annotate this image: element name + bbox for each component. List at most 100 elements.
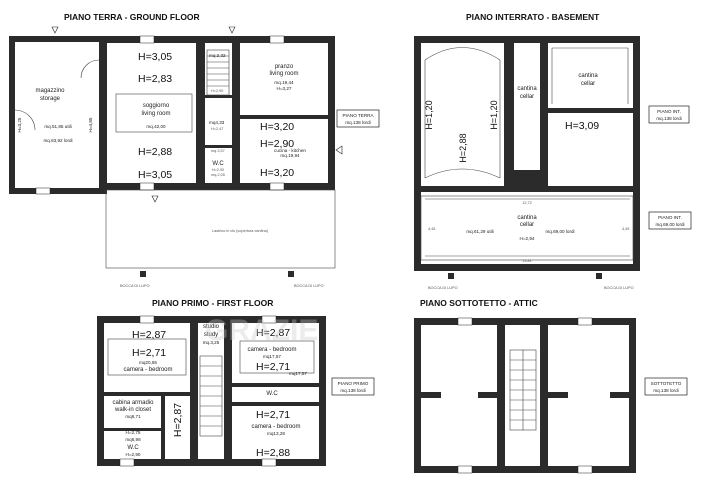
wc-area-label: mq.2,05	[211, 173, 225, 177]
window	[35, 187, 51, 195]
bocca-label: BOCCA DI LUPO	[604, 286, 634, 290]
height-label: H=2,47	[211, 127, 223, 131]
window	[119, 458, 135, 467]
bedroom-3-area-label: mq13,28	[267, 431, 285, 436]
living-room-it: soggiorno	[143, 103, 170, 109]
big-cellar-area-tag	[648, 211, 692, 230]
wall	[104, 392, 190, 396]
cellar-en: cellar	[520, 222, 534, 228]
wall	[9, 36, 15, 194]
wall	[161, 396, 165, 459]
storage-label-it: magazzino	[35, 88, 65, 94]
small-room-area: mq.3,57	[211, 149, 225, 153]
storage-label-en: storage	[40, 96, 61, 102]
bedroom-2-area	[239, 340, 315, 374]
storage-net-area: mq.51,85 utili	[44, 124, 71, 129]
ground-floor-plan: PIANO TERRA - GROUND FLOOR	[9, 12, 380, 288]
first-floor-title: PIANO PRIMO - FIRST FLOOR	[152, 298, 273, 308]
kitchen-area-label: mq.19,94	[280, 153, 300, 158]
wall	[9, 188, 105, 194]
ground-tag-area: mq.138 lordi	[345, 120, 370, 125]
entrance-marker	[228, 26, 236, 34]
height-label: H=3,05	[138, 169, 172, 181]
height-label: H=2,83	[138, 73, 172, 85]
stair-area-label: mq.2,32	[209, 53, 226, 58]
height-label: H=2,88	[256, 447, 290, 459]
wall	[414, 466, 636, 473]
wall	[548, 108, 633, 113]
basement-tag-area: mq.138 lordi	[656, 116, 681, 121]
wall	[224, 323, 232, 459]
height-label: H=1,20	[424, 100, 434, 129]
first-floor-area-tag	[331, 377, 375, 396]
wall	[414, 318, 636, 325]
wc-label: W.C	[266, 391, 278, 397]
wall	[629, 318, 636, 473]
attic-area-tag	[644, 377, 688, 396]
window	[577, 317, 593, 326]
wall	[232, 43, 240, 183]
attic-tag-area: mq.138 lordi	[653, 388, 678, 393]
wall	[205, 95, 232, 98]
cellar-it: cantina	[517, 86, 537, 92]
cellar-en: cellar	[581, 81, 595, 87]
cellar-it: cantina	[517, 215, 537, 221]
height-label: H=3,20	[260, 121, 294, 133]
study-area-label: mq.3,25	[203, 340, 220, 345]
window	[261, 458, 277, 467]
height-label: H=2,90	[260, 138, 294, 150]
big-cellar-area	[420, 195, 634, 261]
dining-area-label: mq.19,44	[274, 80, 294, 85]
bedroom-3-label: camera - bedroom	[251, 424, 300, 430]
wall	[540, 325, 548, 466]
ground-tag-title: PIANO TERRA	[342, 113, 374, 118]
wall	[107, 183, 335, 190]
dimension-label: 12,72	[522, 201, 532, 205]
wall	[548, 392, 568, 398]
wall	[328, 36, 335, 190]
wall	[610, 392, 629, 398]
wall	[205, 145, 232, 148]
window	[577, 465, 593, 474]
ground-stairs	[206, 49, 230, 96]
bedroom-1-label: camera - bedroom	[123, 367, 172, 373]
kitchen-label: cucina - kitchen	[274, 148, 306, 153]
wall	[540, 43, 548, 186]
bedroom-1-area	[107, 338, 187, 376]
canopy-label: Lastrico in cls (copertura cantina)	[212, 229, 269, 233]
window	[261, 315, 277, 324]
door-swing	[80, 59, 100, 79]
wall	[497, 325, 505, 466]
window	[269, 35, 285, 44]
first-floor-stairs	[199, 355, 223, 437]
height-label: H=3,09	[565, 120, 599, 132]
door-swing	[14, 109, 36, 131]
dimension-label: 4,45	[622, 227, 629, 231]
height-label: H=2,90	[212, 168, 224, 172]
height-label: H=2,90	[211, 89, 223, 93]
height-label: H=2,71	[256, 361, 290, 373]
window	[457, 465, 473, 474]
wall	[9, 36, 105, 42]
wall	[97, 459, 326, 466]
vault-arc	[424, 47, 501, 61]
basement-tag-title: PIANO INT.	[657, 109, 681, 114]
window	[139, 315, 155, 324]
wall	[414, 36, 640, 43]
entrance-marker	[51, 26, 59, 34]
wall	[414, 318, 421, 473]
big-cellar-tag-area: mq.69,00 lordi	[655, 222, 684, 227]
height-label: H=3,27	[277, 86, 292, 91]
attic-title: PIANO SOTTOTETTO - ATTIC	[420, 298, 538, 308]
height-label: H=3,20	[260, 167, 294, 179]
walk-in-closet-area: mq6,71	[125, 414, 141, 419]
wall	[414, 264, 640, 271]
big-cellar-net: mq.61,29 utili	[466, 229, 493, 234]
pillar	[140, 271, 146, 277]
attic-stairs	[509, 349, 537, 431]
height-label: H=2,88	[138, 146, 172, 158]
height-label: H=1,20	[489, 100, 499, 129]
bedroom-1-area-label: mq20,65	[139, 360, 157, 365]
window	[139, 182, 155, 191]
